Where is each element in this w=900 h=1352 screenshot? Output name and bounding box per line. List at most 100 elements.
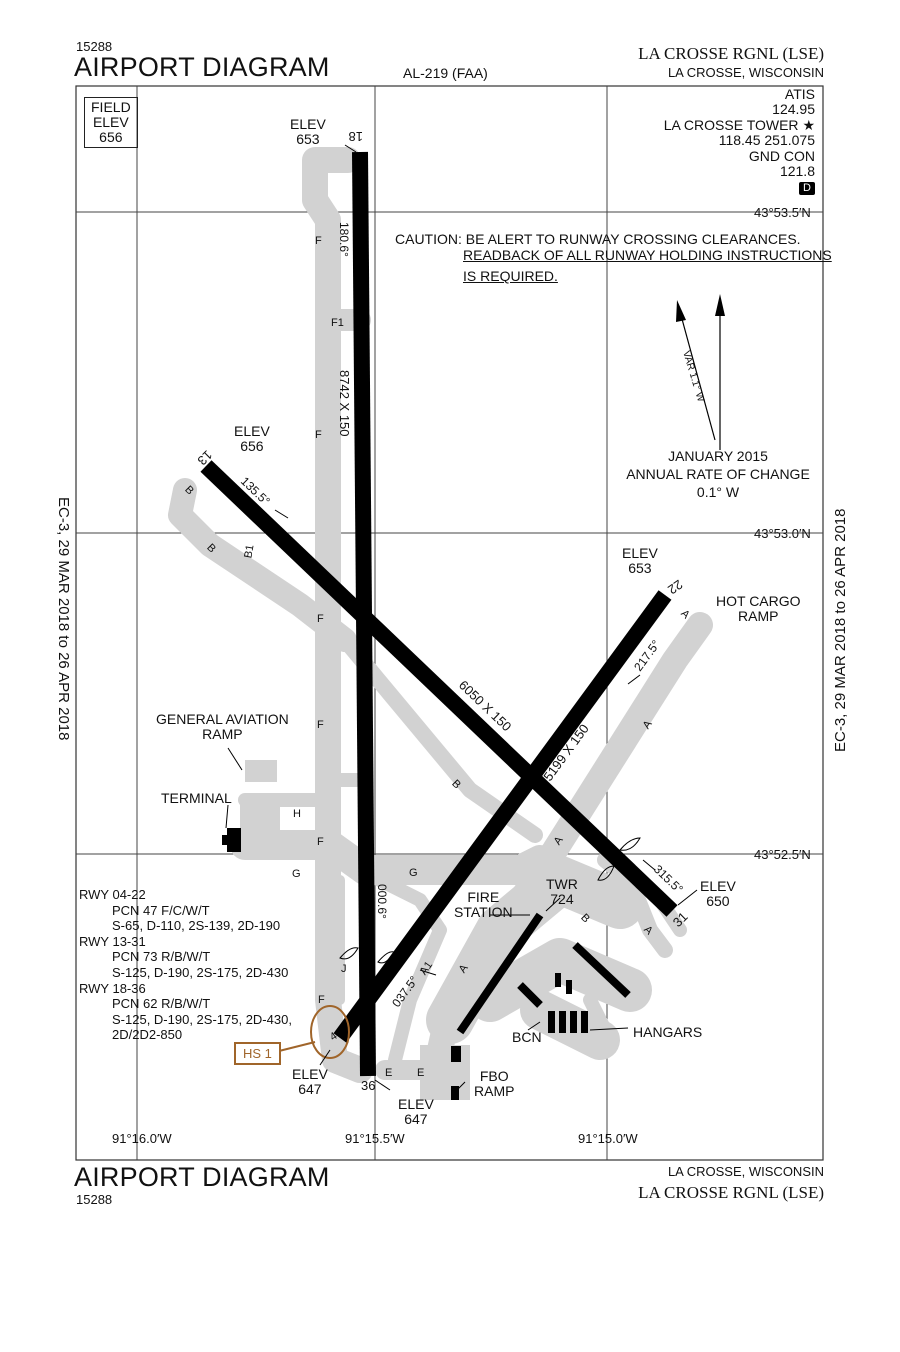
caution-line-1: CAUTION: BE ALERT TO RUNWAY CROSSING CLE…: [395, 231, 801, 247]
pcn-block: RWY 04-22 PCN 47 F/C/W/T S-65, D-110, 2S…: [79, 887, 292, 1043]
longitude-label: 91°15.5′W: [345, 1131, 405, 1146]
terminal-apron: [240, 800, 280, 850]
longitude-label: 91°15.0′W: [578, 1131, 638, 1146]
page-title: AIRPORT DIAGRAM: [74, 52, 330, 82]
heading-arrows: [274, 509, 656, 976]
magnetic-info: JANUARY 2015 ANNUAL RATE OF CHANGE 0.1° …: [610, 447, 826, 501]
magnetic-north-line: [678, 307, 716, 441]
taxiway-label: F: [315, 429, 322, 441]
heading-180: 180.6°: [337, 222, 351, 257]
latitude-label: 43°53.0′N: [754, 526, 811, 541]
ground-label: GND CON: [748, 147, 815, 164]
pcn-value: PCN 62 R/B/W/T: [112, 996, 211, 1012]
atis-frequency: 124.95: [772, 101, 815, 118]
longitude-label: 91°16.0′W: [112, 1131, 172, 1146]
procedure-number: 15288: [76, 39, 113, 54]
hangar-rows: [456, 912, 631, 1035]
atis-label: ATIS: [784, 86, 815, 102]
airport-name: LA CROSSE RGNL (LSE): [638, 44, 824, 63]
taxiway-label: F: [315, 235, 322, 247]
footer-airport-name: LA CROSSE RGNL (LSE): [638, 1183, 824, 1202]
latitude-label: 43°53.5′N: [754, 205, 811, 220]
tower-frequency: 118.45 251.075: [718, 132, 815, 149]
pcn-weights: S-65, D-110, 2S-139, 2D-190: [112, 918, 281, 934]
taxiway-label: E: [417, 1067, 424, 1079]
fbo-ramp-area: [420, 1045, 470, 1100]
hangars-label: HANGARS: [633, 1024, 703, 1040]
taxiway-label: F: [317, 719, 324, 731]
hot-spot-leader: [274, 1041, 316, 1053]
hot-spot-label[interactable]: HS 1: [234, 1042, 281, 1065]
magnetic-variation: VAR 1.1° W: [680, 350, 706, 404]
pcn-runway: RWY 04-22: [79, 887, 146, 902]
terminal-label: TERMINAL: [161, 790, 232, 806]
taxiway-label: F1: [331, 317, 344, 329]
taxiway-label: J: [341, 963, 347, 975]
footer-city-state: LA CROSSE, WISCONSIN: [667, 1164, 824, 1179]
buildings: [222, 828, 588, 1100]
taxiway-label: F: [317, 613, 324, 625]
taxiway-label: G: [292, 868, 301, 880]
comm-frequencies: ATIS 124.95 LA CROSSE TOWER ★ 118.45 251…: [663, 86, 815, 196]
hold-markers: [339, 837, 641, 964]
beacon-label: BCN: [512, 1029, 542, 1045]
taxiway-label: G: [409, 867, 418, 879]
field-elevation-value: 656: [99, 129, 123, 145]
heading-000: 000.6°: [375, 884, 389, 919]
runway-4-22: [333, 590, 672, 1043]
hot-spot-circle: [310, 1005, 350, 1059]
runway-22-label: 22: [665, 577, 685, 598]
label-leaders: [225, 144, 698, 1093]
runway-18-label: 18: [349, 129, 363, 144]
caution-line-2: READBACK OF ALL RUNWAY HOLDING INSTRUCTI…: [463, 247, 832, 263]
true-north-arrowhead: [715, 294, 725, 316]
footer-procedure-number: 15288: [76, 1192, 113, 1207]
tower-label: LA CROSSE TOWER ★: [663, 116, 815, 133]
star-icon: ★: [802, 116, 815, 133]
diagram-frame: [75, 85, 824, 1161]
runway-18-36-dimensions: 8742 X 150: [337, 370, 352, 437]
general-aviation-ramp: [245, 760, 277, 782]
taxiway-label: F: [317, 836, 324, 848]
pcn-weights: S-125, D-190, 2S-175, 2D-430: [112, 964, 289, 980]
footer-title: AIRPORT DIAGRAM: [74, 1162, 330, 1192]
al-number: AL-219 (FAA): [403, 65, 488, 81]
field-elevation-label: FIELD: [91, 99, 131, 115]
taxiway-label: E: [385, 1067, 392, 1079]
city-state: LA CROSSE, WISCONSIN: [667, 65, 824, 80]
field-elevation-box: FIELD ELEV 656: [84, 97, 138, 148]
pcn-runway: RWY 13-31: [79, 933, 146, 949]
terminal-building: [227, 828, 241, 852]
pcn-runway: RWY 18-36: [79, 980, 146, 996]
taxiway-label: B1: [242, 544, 256, 559]
latitude-label: 43°52.5′N: [754, 847, 811, 862]
field-elevation-label: ELEV: [92, 114, 129, 130]
annual-rate-value: 0.1° W: [696, 484, 740, 500]
pcn-weights: 2D/2D2-850: [112, 1027, 183, 1043]
runway-36-label: 36: [361, 1078, 375, 1093]
magnetic-date: JANUARY 2015: [668, 448, 768, 464]
magnetic-north-arrowhead: [676, 300, 686, 322]
caution-line-3: IS REQUIRED.: [463, 268, 558, 284]
pcn-weights: S-125, D-190, 2S-175, 2D-430,: [112, 1011, 292, 1027]
d-atis-badge: D: [799, 182, 815, 196]
taxiway-label: F: [318, 994, 325, 1006]
pcn-value: PCN 73 R/B/W/T: [112, 949, 211, 965]
ground-frequency: 121.8: [779, 163, 815, 180]
annual-rate-label: ANNUAL RATE OF CHANGE: [626, 466, 810, 482]
runway-13-31: [200, 460, 678, 917]
pcn-value: PCN 47 F/C/W/T: [112, 902, 210, 918]
runway-4-label: 4: [328, 1030, 340, 1043]
